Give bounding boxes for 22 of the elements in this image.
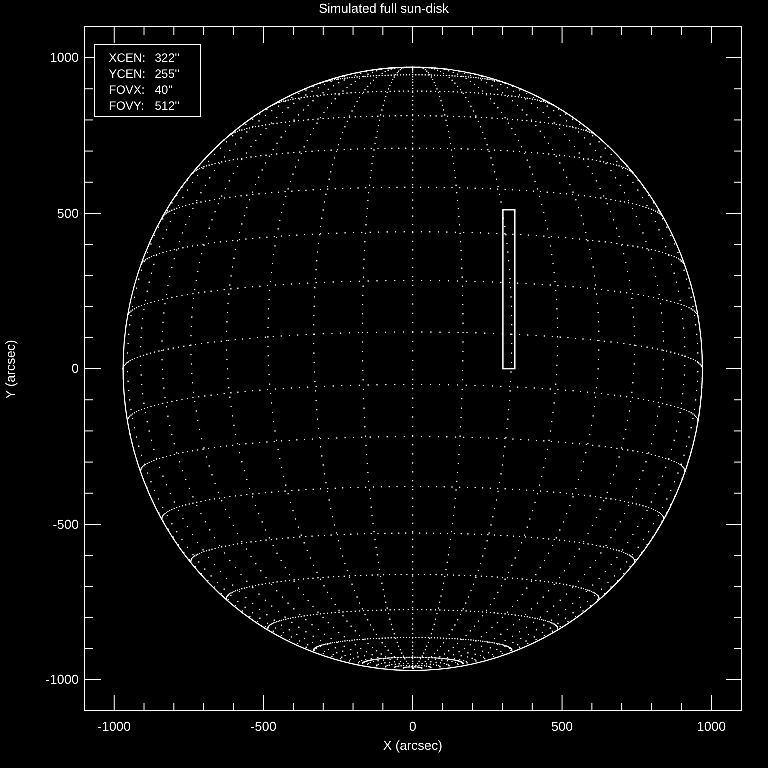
chart-title: Simulated full sun-disk	[318, 1, 450, 16]
parameter-label: FOVY:	[109, 99, 144, 113]
parameter-label: XCEN:	[109, 51, 146, 65]
tick-label: -1000	[96, 719, 132, 734]
tick-label: 0	[72, 361, 79, 376]
parameter-value: 255''	[155, 67, 180, 81]
info-box	[94, 44, 201, 117]
parameter-value: 512''	[155, 99, 180, 113]
tick-label: 500	[550, 719, 574, 734]
tick-label: 0	[408, 719, 418, 734]
parameter-value: 40''	[155, 83, 173, 97]
tick-label: -1000	[46, 672, 79, 687]
parameter-label: YCEN:	[109, 67, 146, 81]
tick-label: 1000	[50, 50, 79, 65]
axis-label: X (arcsec)	[382, 738, 444, 753]
tick-label: 1000	[696, 719, 728, 734]
tick-label: -500	[250, 719, 278, 734]
tick-label: 500	[57, 206, 79, 220]
parameter-label: FOVX:	[109, 83, 146, 97]
tick-label: -500	[52, 516, 79, 532]
parameter-value: 322''	[155, 51, 180, 65]
axis-label: Y (arcsec)	[3, 340, 18, 402]
